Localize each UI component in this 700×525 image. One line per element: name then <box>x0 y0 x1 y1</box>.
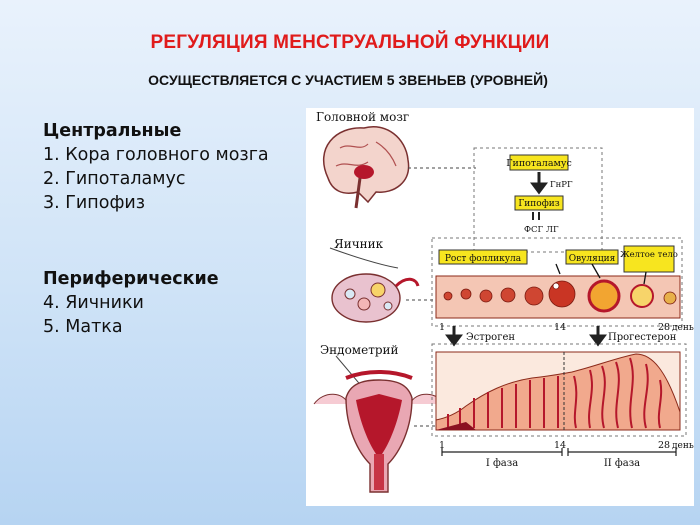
menstrual-shedding <box>436 422 476 430</box>
day-label-phase: день <box>672 441 694 451</box>
tick-day-28-phase: 28 <box>658 440 670 451</box>
slide-subtitle: ОСУЩЕСТВЛЯЕТСЯ С УЧАСТИЕМ 5 ЗВЕНЬЕВ (УРО… <box>148 72 548 88</box>
corpus-luteum-box <box>623 245 675 273</box>
ovary-strip-frame <box>431 237 683 327</box>
peripheral-item-ovaries: 4. Яичники <box>43 293 144 313</box>
gnrh-label: ГнРГ <box>550 180 573 190</box>
central-item-cortex: 1. Кора головного мозга <box>43 145 269 165</box>
pituitary-label: Гипофиз <box>518 199 559 209</box>
phase-2-label: II фаза <box>604 458 640 469</box>
pituitary-box <box>514 195 564 211</box>
tick-day-1-phase: 1 <box>439 440 445 451</box>
brain-image <box>322 126 410 209</box>
estrogen-label: Эстроген <box>466 332 515 343</box>
peripheral-item-uterus: 5. Матка <box>43 317 123 337</box>
regulation-diagram: Головной мозг Гипоталамус ГнРГ Гипофиз Ф… <box>306 108 694 506</box>
central-item-hypothalamus: 2. Гипоталамус <box>43 169 186 189</box>
levels-list: Центральные 1. Кора головного мозга 2. Г… <box>43 119 303 339</box>
corpus-luteum-label: Желтое тело <box>620 250 678 260</box>
ovary-label: Яичник <box>334 237 384 251</box>
progesterone-label: Прогестерон <box>608 332 677 343</box>
tick-day-14-phase: 14 <box>554 440 566 451</box>
slide-title: РЕГУЛЯЦИЯ МЕНСТРУАЛЬНОЙ ФУНКЦИИ <box>150 32 550 53</box>
tick-day-14-ovary: 14 <box>554 322 566 333</box>
tick-day-28-ovary: 28 <box>658 322 670 333</box>
fsh-lh-label: ФСГ ЛГ <box>524 225 559 235</box>
hormone-box <box>473 147 603 253</box>
endometrial-glands <box>447 357 663 429</box>
follicle-sequence <box>443 279 677 313</box>
follicle-growth-box <box>438 249 528 265</box>
central-item-pituitary: 3. Гипофиз <box>43 193 146 213</box>
day-label-ovary: день <box>672 323 694 333</box>
brain-label: Головной мозг <box>316 110 409 124</box>
tick-day-1-ovary: 1 <box>439 322 445 333</box>
endometrium-label: Эндометрий <box>320 343 399 357</box>
uterus-image <box>313 370 445 493</box>
ovary-image <box>331 273 420 323</box>
phase-1-label: I фаза <box>486 458 518 469</box>
ovulation-label: Овуляция <box>569 254 616 264</box>
endometrium-frame <box>431 343 687 437</box>
peripheral-heading: Периферические <box>43 269 219 289</box>
hypothalamus-label: Гипоталамус <box>506 158 572 169</box>
central-heading: Центральные <box>43 121 182 141</box>
follicle-growth-label: Рост фолликула <box>445 254 522 264</box>
hypothalamus-box <box>509 154 569 171</box>
